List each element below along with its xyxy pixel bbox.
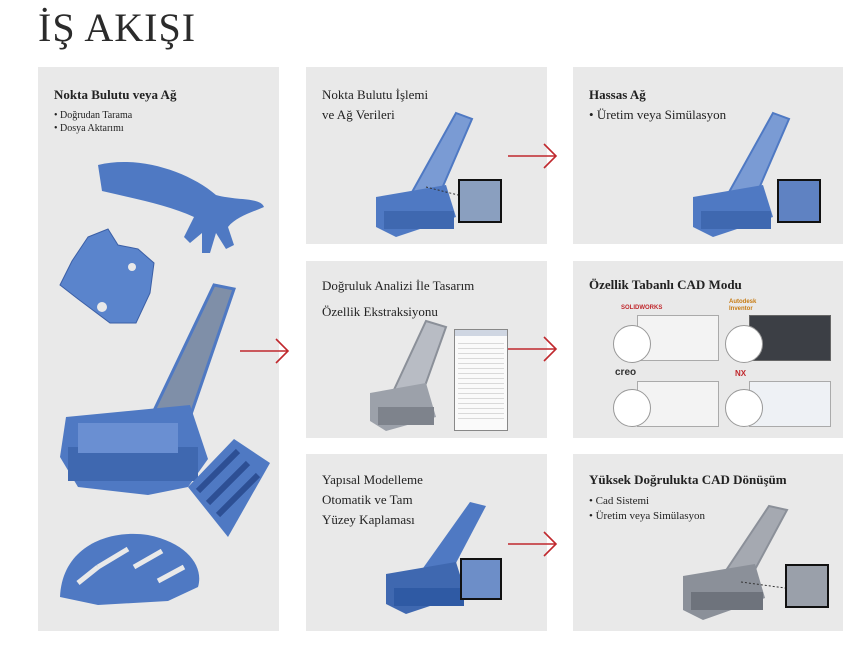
feature-tree-bubble bbox=[725, 389, 763, 427]
flow-arrow bbox=[508, 143, 558, 169]
bullet-item: Üretim veya Simülasyon bbox=[589, 107, 726, 123]
output-panel-3-title: Yüksek Doğrulukta CAD Dönüşüm bbox=[589, 472, 787, 487]
output-panel-1-title: Hassas Ağ bbox=[589, 87, 646, 102]
bullet-item: Cad Sistemi bbox=[589, 494, 705, 509]
bullet-item: Doğrudan Tarama bbox=[54, 109, 132, 122]
cad-detail-inset bbox=[785, 564, 829, 608]
cad-conversion-illustration bbox=[683, 504, 789, 620]
precise-mesh-illustration bbox=[693, 111, 791, 237]
precise-mesh-inset bbox=[777, 179, 821, 223]
blade-scan bbox=[147, 283, 236, 425]
solidworks-thumbnail bbox=[637, 315, 719, 361]
feature-tree-window bbox=[454, 329, 508, 431]
output-panel-2: Özellik Tabanlı CAD Modu SOLIDWORKS Auto… bbox=[573, 261, 843, 438]
surface-modeling-illustration bbox=[386, 502, 486, 614]
output-panel-3-bullets: Cad Sistemi Üretim veya Simülasyon bbox=[589, 494, 705, 524]
helmet-scan bbox=[60, 533, 200, 605]
output-panel-1: Hassas Ağ Üretim veya Simülasyon bbox=[573, 67, 843, 244]
page-title: İŞ AKIŞI bbox=[38, 5, 197, 50]
flow-arrow bbox=[240, 338, 290, 364]
hand-scan bbox=[98, 161, 264, 253]
bracket-scan bbox=[59, 228, 155, 324]
tread-scan bbox=[188, 439, 270, 537]
blade-mesh-illustration bbox=[376, 111, 474, 237]
nx-logo: NX bbox=[735, 369, 747, 378]
surface-detail-inset bbox=[460, 558, 502, 600]
inventor-thumbnail bbox=[749, 315, 831, 361]
flow-arrow bbox=[508, 336, 558, 362]
output-panel-3: Yüksek Doğrulukta CAD Dönüşüm Cad Sistem… bbox=[573, 454, 843, 631]
output-panel-2-title: Özellik Tabanlı CAD Modu bbox=[589, 277, 742, 292]
feature-tree-bubble bbox=[725, 325, 763, 363]
inventor-logo: Autodesk Inventor bbox=[729, 299, 757, 312]
bullet-item: Dosya Aktarımı bbox=[54, 122, 132, 135]
mesh-detail-inset bbox=[458, 179, 502, 223]
creo-logo: creo bbox=[615, 367, 637, 378]
feature-tree-bubble bbox=[613, 389, 651, 427]
scan-samples-illustration bbox=[59, 161, 270, 605]
input-bullets: Doğrudan Tarama Dosya Aktarımı bbox=[54, 109, 132, 135]
feature-tree-bubble bbox=[613, 325, 651, 363]
feature-extraction-illustration bbox=[370, 319, 448, 431]
flow-arrow bbox=[508, 531, 558, 557]
bullet-item: Üretim veya Simülasyon bbox=[589, 509, 705, 524]
solidworks-logo: SOLIDWORKS bbox=[621, 305, 663, 311]
input-panel: Nokta Bulutu veya Ağ Doğrudan Tarama Dos… bbox=[38, 67, 279, 631]
input-panel-title: Nokta Bulutu veya Ağ bbox=[54, 87, 177, 102]
output-panel-1-bullets: Üretim veya Simülasyon bbox=[589, 107, 726, 123]
